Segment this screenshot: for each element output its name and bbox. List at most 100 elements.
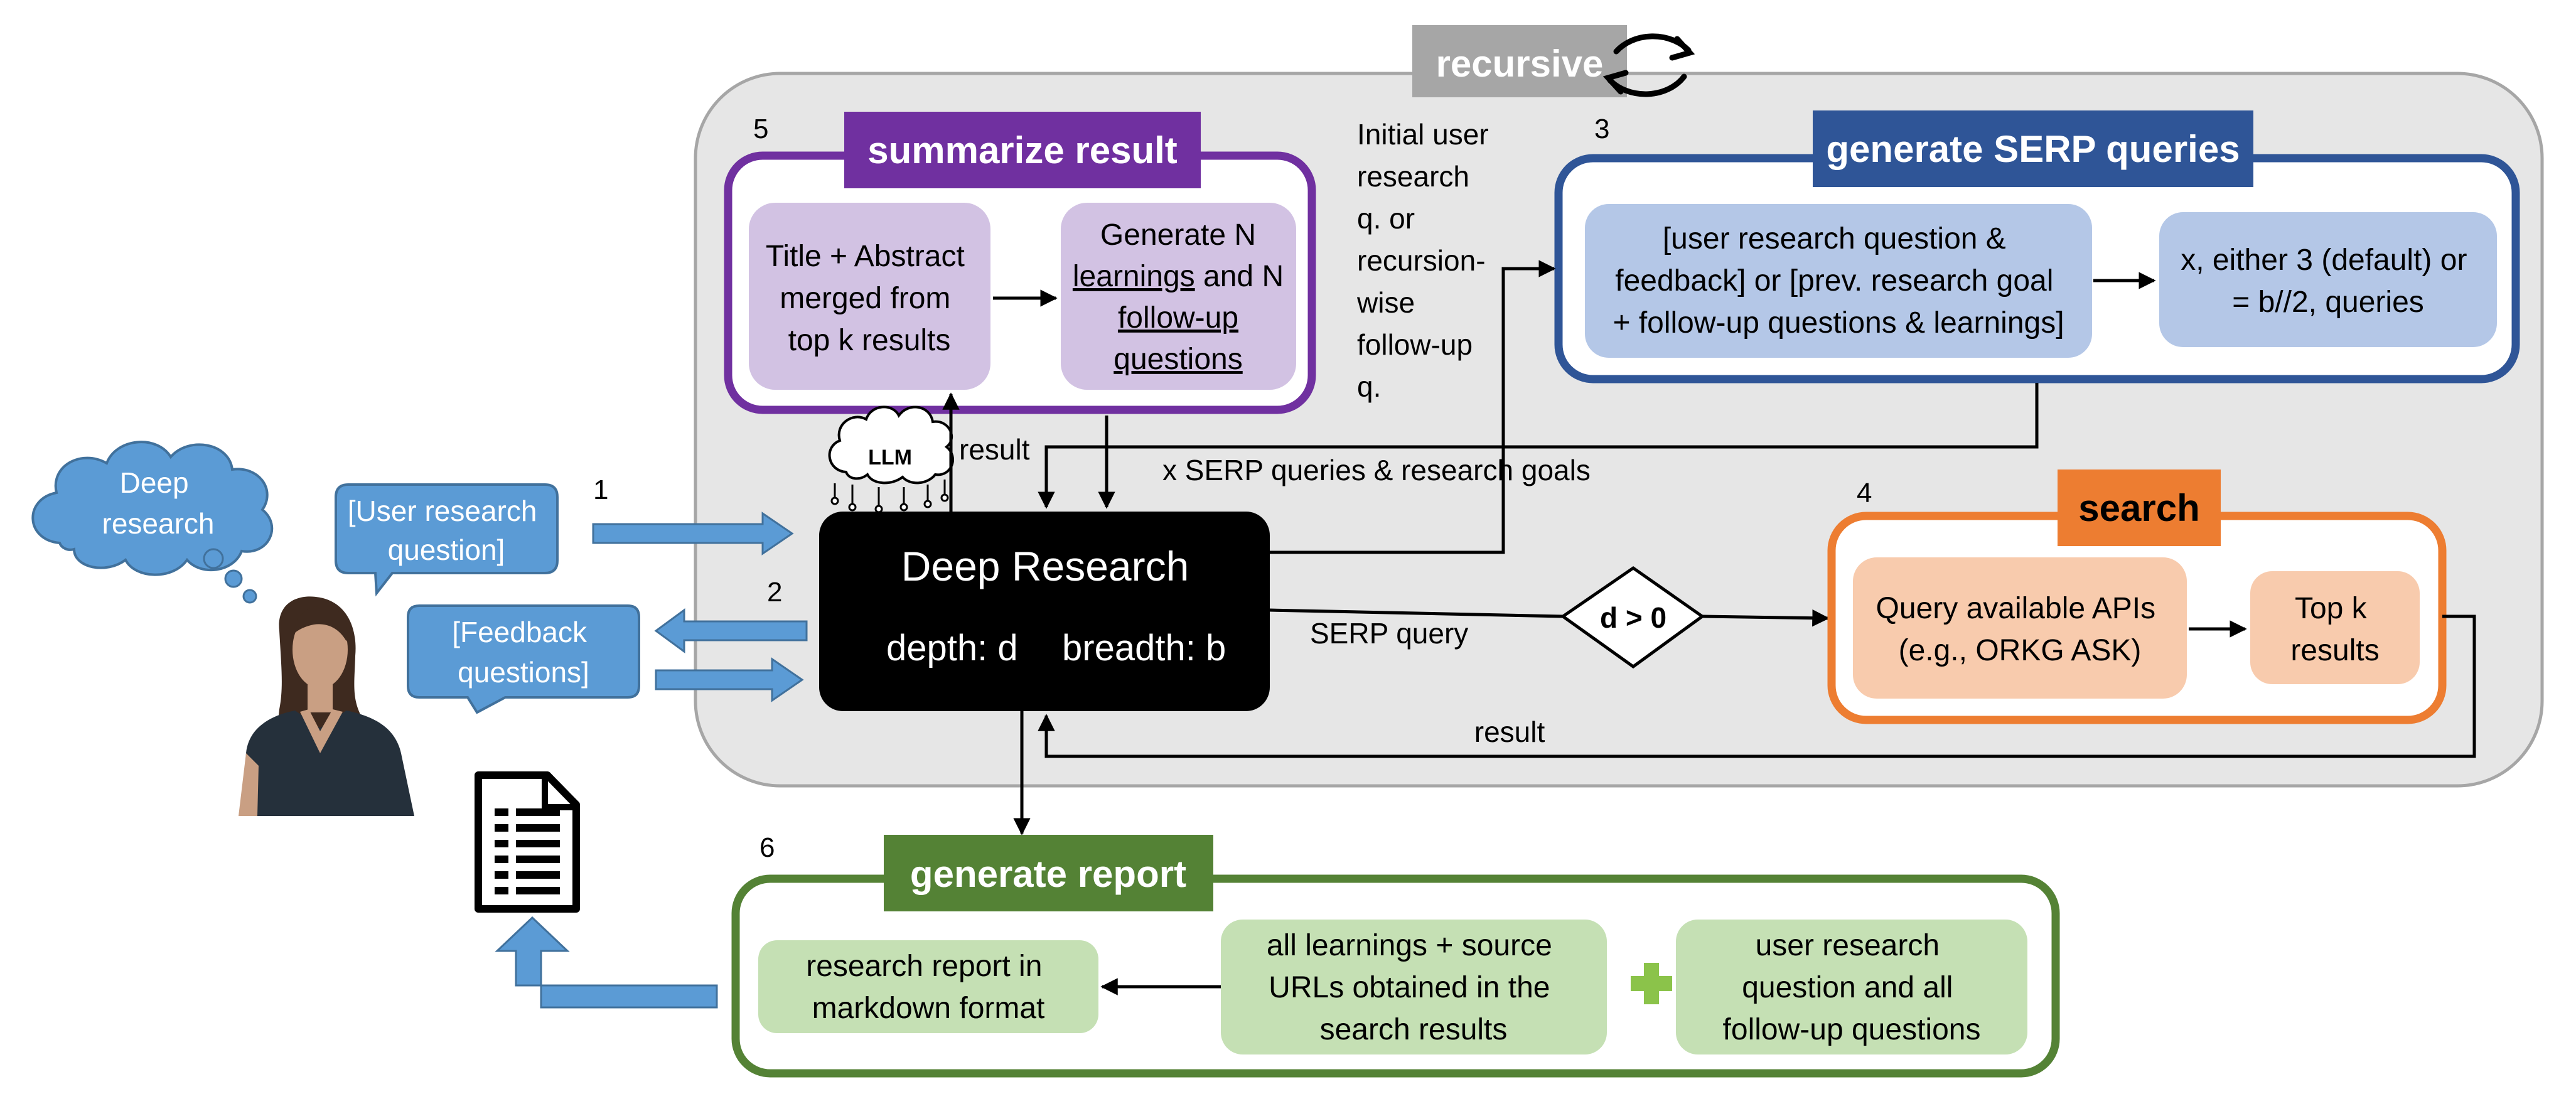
search-results-line: results: [2290, 634, 2379, 667]
user-question-line: [User research: [348, 495, 537, 527]
user-question-line: question]: [388, 534, 505, 566]
step-number-5: 5: [753, 114, 768, 144]
report-questions-text: user research question and all follow-up…: [1723, 929, 1981, 1046]
core-breadth: breadth: b: [1062, 628, 1226, 668]
cloud-line: research: [102, 507, 215, 540]
report-learnings-box: [1221, 920, 1607, 1054]
core-to-feedback-arrow: [654, 608, 808, 653]
result-up-label: result: [959, 433, 1030, 466]
document-icon: [475, 771, 580, 913]
refresh-cycle-icon: [1602, 33, 1695, 97]
serp-output-line: x, either 3 (default) or: [2181, 244, 2467, 277]
report-output-box: [758, 940, 1098, 1033]
feedback-text: [Feedback questions]: [452, 616, 595, 689]
report-learnings-line: URLs obtained in the: [1269, 971, 1550, 1004]
step-number-2: 2: [767, 577, 782, 608]
report-output-line: markdown format: [812, 992, 1045, 1025]
summarize-output-line2: learnings and N: [1073, 260, 1284, 293]
search-query-box: [1853, 557, 2187, 699]
llm-brain-icon: LLM: [828, 405, 954, 513]
feedback-to-core-arrow: [655, 657, 804, 702]
core-to-decision-arrow: [1269, 608, 1564, 618]
summarize-output-line4: questions: [1114, 343, 1242, 376]
user-to-core-arrow: [592, 512, 794, 555]
recursive-tag: [1412, 25, 1627, 97]
report-learnings-line: search results: [1320, 1013, 1508, 1046]
feedback-line: questions]: [458, 656, 589, 689]
report-learnings-text: all learnings + source URLs obtained in …: [1267, 929, 1560, 1046]
search-results-box: [2250, 571, 2420, 684]
summarize-input-line: Title + Abstract: [766, 240, 965, 273]
feedback-line: [Feedback: [452, 616, 588, 648]
core-to-serp-arrow: [1270, 260, 1556, 554]
serp-input-box: [1585, 204, 2092, 358]
plus-icon: [1631, 963, 1672, 1004]
report-output-text: research report in markdown format: [806, 950, 1051, 1025]
feedback-bubble: [Feedback questions]: [407, 604, 640, 714]
summarize-input-line: top k results: [788, 324, 951, 357]
initial-query-line: Initial user: [1357, 118, 1489, 151]
search-results-line: Top k: [2295, 592, 2368, 625]
serp-to-core-arrow: [1038, 383, 2039, 509]
serp-output-line: = b//2, queries: [2232, 286, 2424, 319]
serp-output-box: [2159, 212, 2497, 347]
serp-query-label: SERP query: [1310, 617, 1468, 650]
report-title-tag: [884, 835, 1213, 911]
llm-label: LLM: [868, 446, 912, 469]
initial-query-line: follow-up: [1357, 328, 1473, 361]
report-title: generate report: [910, 853, 1186, 895]
result-bottom-label: result: [1474, 716, 1545, 748]
serp-title-tag: [1813, 110, 2253, 187]
summarize-output-box: [1061, 203, 1296, 390]
person-avatar: [239, 596, 414, 816]
summarize-output-line1: Generate N: [1100, 218, 1256, 252]
summarize-input-text: Title + Abstract merged from top k resul…: [766, 240, 973, 357]
search-title: search: [2078, 487, 2199, 529]
initial-query-line: wise: [1356, 286, 1415, 319]
serp-title: generate SERP queries: [1826, 128, 2240, 170]
deep-research-core: [819, 512, 1270, 711]
thought-cloud: Deep research: [31, 441, 274, 604]
summarize-input-line: merged from: [780, 282, 950, 315]
step-number-4: 4: [1857, 478, 1872, 508]
cloud-line: Deep: [120, 466, 189, 499]
initial-query-text: Initial user research q. or recursion- w…: [1356, 118, 1496, 403]
report-questions-box: [1676, 920, 2027, 1054]
search-query-line: Query available APIs: [1876, 592, 2156, 625]
summarize-title: summarize result: [867, 129, 1178, 171]
user-question-text: [User research question]: [348, 495, 545, 566]
initial-query-line: recursion-: [1357, 244, 1486, 277]
search-query-line: (e.g., ORKG ASK): [1899, 634, 2142, 667]
search-query-text: Query available APIs (e.g., ORKG ASK): [1876, 592, 2164, 667]
serp-input-text: [user research question & feedback] or […: [1613, 222, 2064, 340]
summarize-input-box: [749, 203, 990, 390]
summarize-output-line3: follow-up: [1118, 301, 1238, 335]
report-questions-line: follow-up questions: [1723, 1013, 1981, 1046]
core-depth: depth: d: [886, 628, 1018, 668]
initial-query-line: q. or: [1357, 202, 1415, 235]
decision-label: d > 0: [1600, 601, 1666, 634]
serp-input-line: feedback] or [prev. research goal: [1615, 264, 2053, 298]
initial-query-line: research: [1357, 160, 1469, 193]
core-title: Deep Research: [901, 543, 1189, 589]
serp-queries-goals-label: x SERP queries & research goals: [1162, 454, 1591, 486]
step-number-3: 3: [1594, 114, 1609, 144]
serp-output-text: x, either 3 (default) or = b//2, queries: [2181, 244, 2476, 319]
search-results-text: Top k results: [2290, 592, 2379, 667]
decision-to-search-arrow: [1702, 609, 1830, 627]
user-question-bubble: [User research question]: [335, 483, 559, 597]
report-questions-line: question and all: [1742, 971, 1953, 1004]
report-to-document-arrow: [495, 916, 718, 1009]
report-learnings-line: all learnings + source: [1267, 929, 1552, 962]
cloud-text: Deep research: [102, 466, 215, 540]
step-number-6: 6: [759, 832, 775, 863]
serp-input-line: + follow-up questions & learnings]: [1613, 306, 2064, 340]
serp-input-line: [user research question &: [1663, 222, 2006, 255]
and-n-text: and N: [1195, 260, 1284, 293]
recursive-label: recursive: [1436, 43, 1604, 85]
search-to-core-arrow: [1038, 614, 2476, 758]
search-title-tag: [2058, 469, 2221, 546]
initial-query-line: q.: [1357, 370, 1381, 403]
learnings-word: learnings: [1073, 260, 1195, 293]
